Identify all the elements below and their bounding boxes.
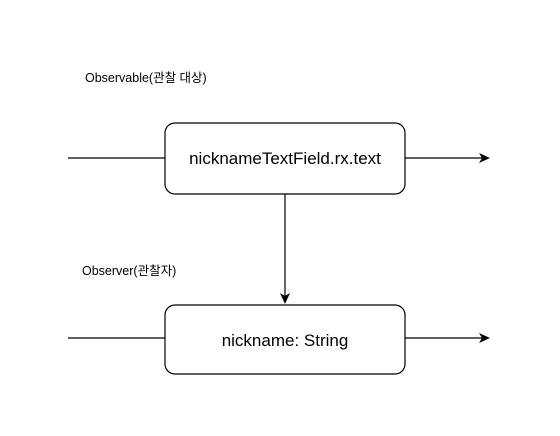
- observer-output-arrowhead-icon: [479, 333, 490, 343]
- observer-output-arrow: [405, 333, 490, 343]
- observable-label: Observable(관찰 대상): [85, 71, 207, 85]
- observer-node[interactable]: nickname: String: [164, 304, 406, 375]
- observer-node-label: nickname: String: [222, 331, 349, 350]
- observable-output-arrowhead-icon: [479, 153, 490, 163]
- observable-node[interactable]: nicknameTextField.rx.text: [164, 122, 406, 195]
- observable-node-label: nicknameTextField.rx.text: [189, 149, 381, 168]
- subscription-arrowhead-icon: [280, 293, 290, 304]
- observer-label: Observer(관찰자): [82, 264, 176, 278]
- observer-node-box[interactable]: [164, 304, 406, 375]
- subscription-arrow: [280, 194, 290, 304]
- observable-output-arrow: [405, 153, 490, 163]
